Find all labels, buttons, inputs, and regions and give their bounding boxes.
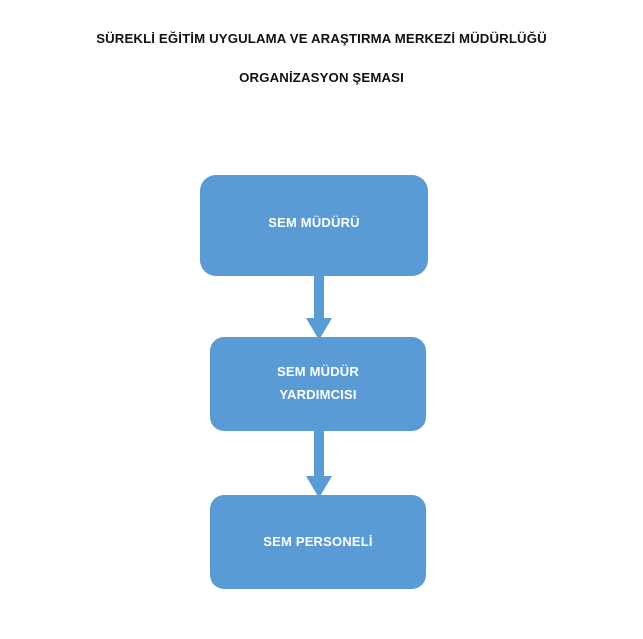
org-node-sem-personeli[interactable]: SEM PERSONELİ	[210, 495, 426, 589]
org-node-label: SEM PERSONELİ	[263, 533, 373, 549]
org-node-label: SEM MÜDÜRÜ	[268, 215, 360, 230]
org-node-sem-muduru[interactable]: SEM MÜDÜRÜ	[200, 175, 428, 276]
org-node-label: SEM MÜDÜR YARDIMCISI	[277, 364, 359, 402]
page-title-line-1: SÜREKLİ EĞİTİM UYGULAMA VE ARAŞTIRMA MER…	[96, 31, 547, 46]
org-node-sem-mudur-yardimcisi[interactable]: SEM MÜDÜR YARDIMCISI	[210, 337, 426, 431]
connector-arrow-down-1	[306, 272, 332, 340]
connector-arrow-down-2	[306, 428, 332, 498]
page-title-line-2: ORGANİZASYON ŞEMASI	[239, 70, 404, 85]
page-title: SÜREKLİ EĞİTİM UYGULAMA VE ARAŞTIRMA MER…	[0, 30, 643, 86]
